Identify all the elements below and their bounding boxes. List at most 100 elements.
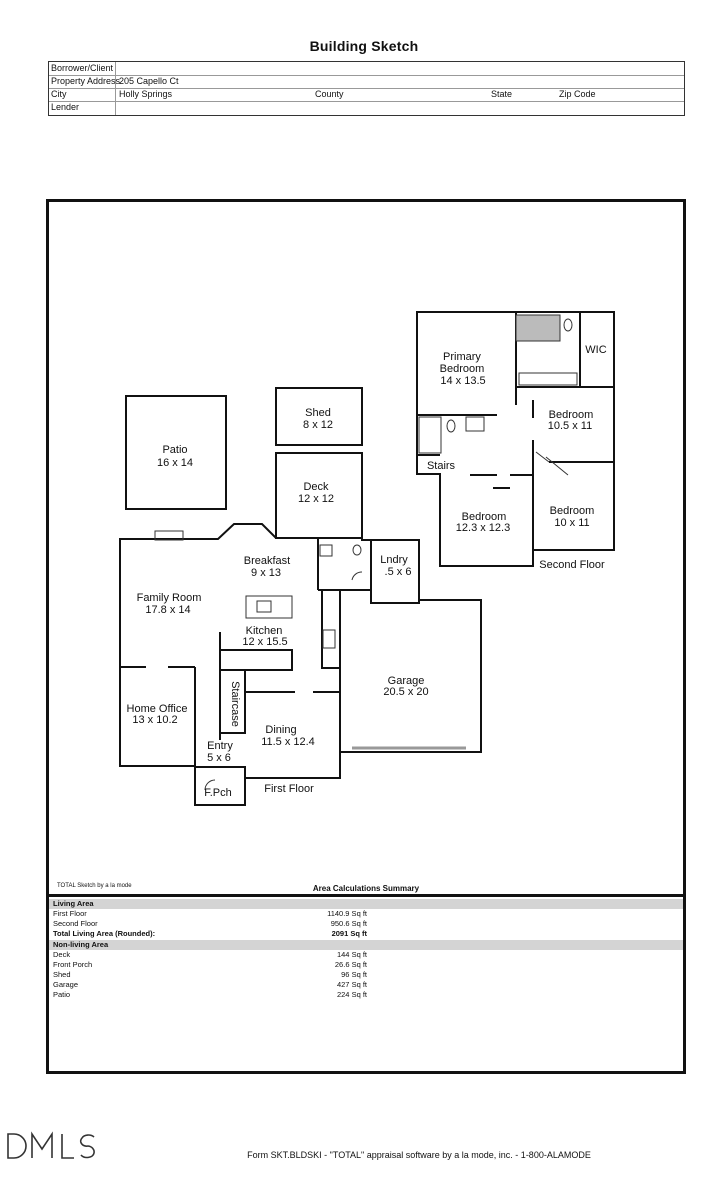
kitchen-island <box>245 595 293 619</box>
family-room-dims: 17.8 x 14 <box>145 604 190 616</box>
row-name: Front Porch <box>53 960 93 969</box>
patio-outline <box>125 395 227 510</box>
kitchen-name: Kitchen <box>246 625 283 637</box>
breakfast-dims: 9 x 13 <box>251 567 281 579</box>
wic-label: WIC <box>585 344 606 356</box>
row-value: 950.6 Sq ft <box>330 919 367 928</box>
entry-dims: 5 x 6 <box>207 752 231 764</box>
range-icon <box>322 629 336 649</box>
zip-label: Zip Code <box>559 89 596 99</box>
summary-total-row: Total Living Area (Rounded): 2091 Sq ft <box>49 929 683 939</box>
entry-name: Entry <box>207 740 233 752</box>
city-row: City Holly Springs County State Zip Code <box>49 88 684 102</box>
row-value: 26.6 Sq ft <box>334 960 367 969</box>
page-title: Building Sketch <box>309 38 419 54</box>
lender-row: Lender <box>49 101 684 114</box>
bathtub-icon <box>418 416 442 454</box>
row-value: 144 Sq ft <box>336 950 367 959</box>
toilet-icon <box>352 544 362 556</box>
patio-name: Patio <box>162 444 187 456</box>
front-porch-label: F.Pch <box>204 787 232 799</box>
shed-name: Shed <box>305 407 331 419</box>
garage-dims: 20.5 x 20 <box>383 686 428 698</box>
property-info-table: Borrower/Client Property Address 205 Cap… <box>48 61 685 116</box>
vanity-icon <box>518 372 578 386</box>
row-value: 1140.9 Sq ft <box>327 909 367 918</box>
row-name: First Floor <box>53 909 87 918</box>
row-name: Second Floor <box>53 919 98 928</box>
shed-dims: 8 x 12 <box>303 419 333 431</box>
summary-divider <box>46 894 686 897</box>
garage-name: Garage <box>388 675 425 687</box>
address-label: Property Address <box>51 76 121 86</box>
laundry-name: Lndry <box>380 554 408 566</box>
nonliving-area-header: Non-living Area <box>49 940 683 950</box>
row-name: Patio <box>53 990 71 999</box>
row-name: Deck <box>53 950 71 959</box>
summary-brand: TOTAL Sketch by a la mode <box>57 883 132 889</box>
bedroom-3-name: Bedroom <box>462 511 507 523</box>
address-row: Property Address 205 Capello Ct <box>49 75 684 89</box>
dining-dims: 11.5 x 12.4 <box>261 736 315 748</box>
family-room-name: Family Room <box>137 592 202 604</box>
state-label: State <box>491 89 513 99</box>
primary-bedroom-name-1: Primary <box>443 351 481 363</box>
bedroom-2-dims: 10.5 x 11 <box>548 420 592 432</box>
summary-row: Shed 96 Sq ft <box>49 970 683 980</box>
bedroom-4-name: Bedroom <box>550 505 595 517</box>
footer-credit: Form SKT.BLDSKI - "TOTAL" appraisal soft… <box>247 1150 591 1160</box>
dining-name: Dining <box>265 724 296 736</box>
home-office-name: Home Office <box>127 703 188 715</box>
walls <box>119 311 615 806</box>
shed-outline <box>275 387 363 446</box>
second-floor-label: Second Floor <box>539 559 605 571</box>
bedroom-3-dims: 12.3 x 12.3 <box>456 522 510 534</box>
summary-row: Deck 144 Sq ft <box>49 950 683 960</box>
fixtures <box>154 314 578 791</box>
first-floor-label: First Floor <box>264 783 314 795</box>
row-value: 224 Sq ft <box>336 990 367 999</box>
summary-title: Area Calculations Summary <box>312 884 420 893</box>
laundry-dims: .5 x 6 <box>385 566 412 578</box>
living-area-header: Living Area <box>49 899 683 909</box>
summary-row: Second Floor 950.6 Sq ft <box>49 919 683 929</box>
deck-dims: 12 x 12 <box>298 493 334 505</box>
fireplace <box>154 530 184 541</box>
total-name: Total Living Area (Rounded): <box>53 929 156 938</box>
nonliving-area-header-label: Non-living Area <box>53 940 109 949</box>
summary-row: First Floor 1140.9 Sq ft <box>49 909 683 919</box>
living-area-header-label: Living Area <box>53 899 94 908</box>
toilet-icon <box>563 318 573 332</box>
home-office-dims: 13 x 10.2 <box>132 714 177 726</box>
bedroom-2-name: Bedroom <box>549 409 594 421</box>
toilet-icon <box>446 419 456 433</box>
breakfast-name: Breakfast <box>244 555 290 567</box>
counter <box>220 649 293 671</box>
summary-row: Front Porch 26.6 Sq ft <box>49 960 683 970</box>
shower-icon <box>515 314 561 342</box>
sink-icon <box>319 544 333 557</box>
garage-outline <box>340 599 482 753</box>
row-name: Garage <box>53 980 79 989</box>
city-label: City <box>51 89 67 99</box>
stairs-label: Stairs <box>427 460 456 472</box>
address-value: 205 Capello Ct <box>119 76 179 86</box>
staircase-label: Staircase <box>229 681 241 727</box>
room-labels: Patio 16 x 14 Shed 8 x 12 Deck 12 x 12 B… <box>127 344 607 799</box>
kitchen-dims: 12 x 15.5 <box>242 636 287 648</box>
borrower-row: Borrower/Client <box>49 62 684 76</box>
deck-name: Deck <box>303 481 329 493</box>
city-value: Holly Springs <box>119 89 173 99</box>
borrower-label: Borrower/Client <box>51 63 114 73</box>
summary-row: Garage 427 Sq ft <box>49 980 683 990</box>
county-label: County <box>315 89 344 99</box>
sketch-frame <box>46 199 686 1074</box>
summary-row: Patio 224 Sq ft <box>49 990 683 1000</box>
patio-dims: 16 x 14 <box>157 457 193 469</box>
bedroom-4-dims: 10 x 11 <box>554 517 589 529</box>
front-door <box>204 779 216 791</box>
lender-label: Lender <box>51 102 80 112</box>
front-porch-outline <box>194 766 246 806</box>
row-value: 427 Sq ft <box>336 980 367 989</box>
